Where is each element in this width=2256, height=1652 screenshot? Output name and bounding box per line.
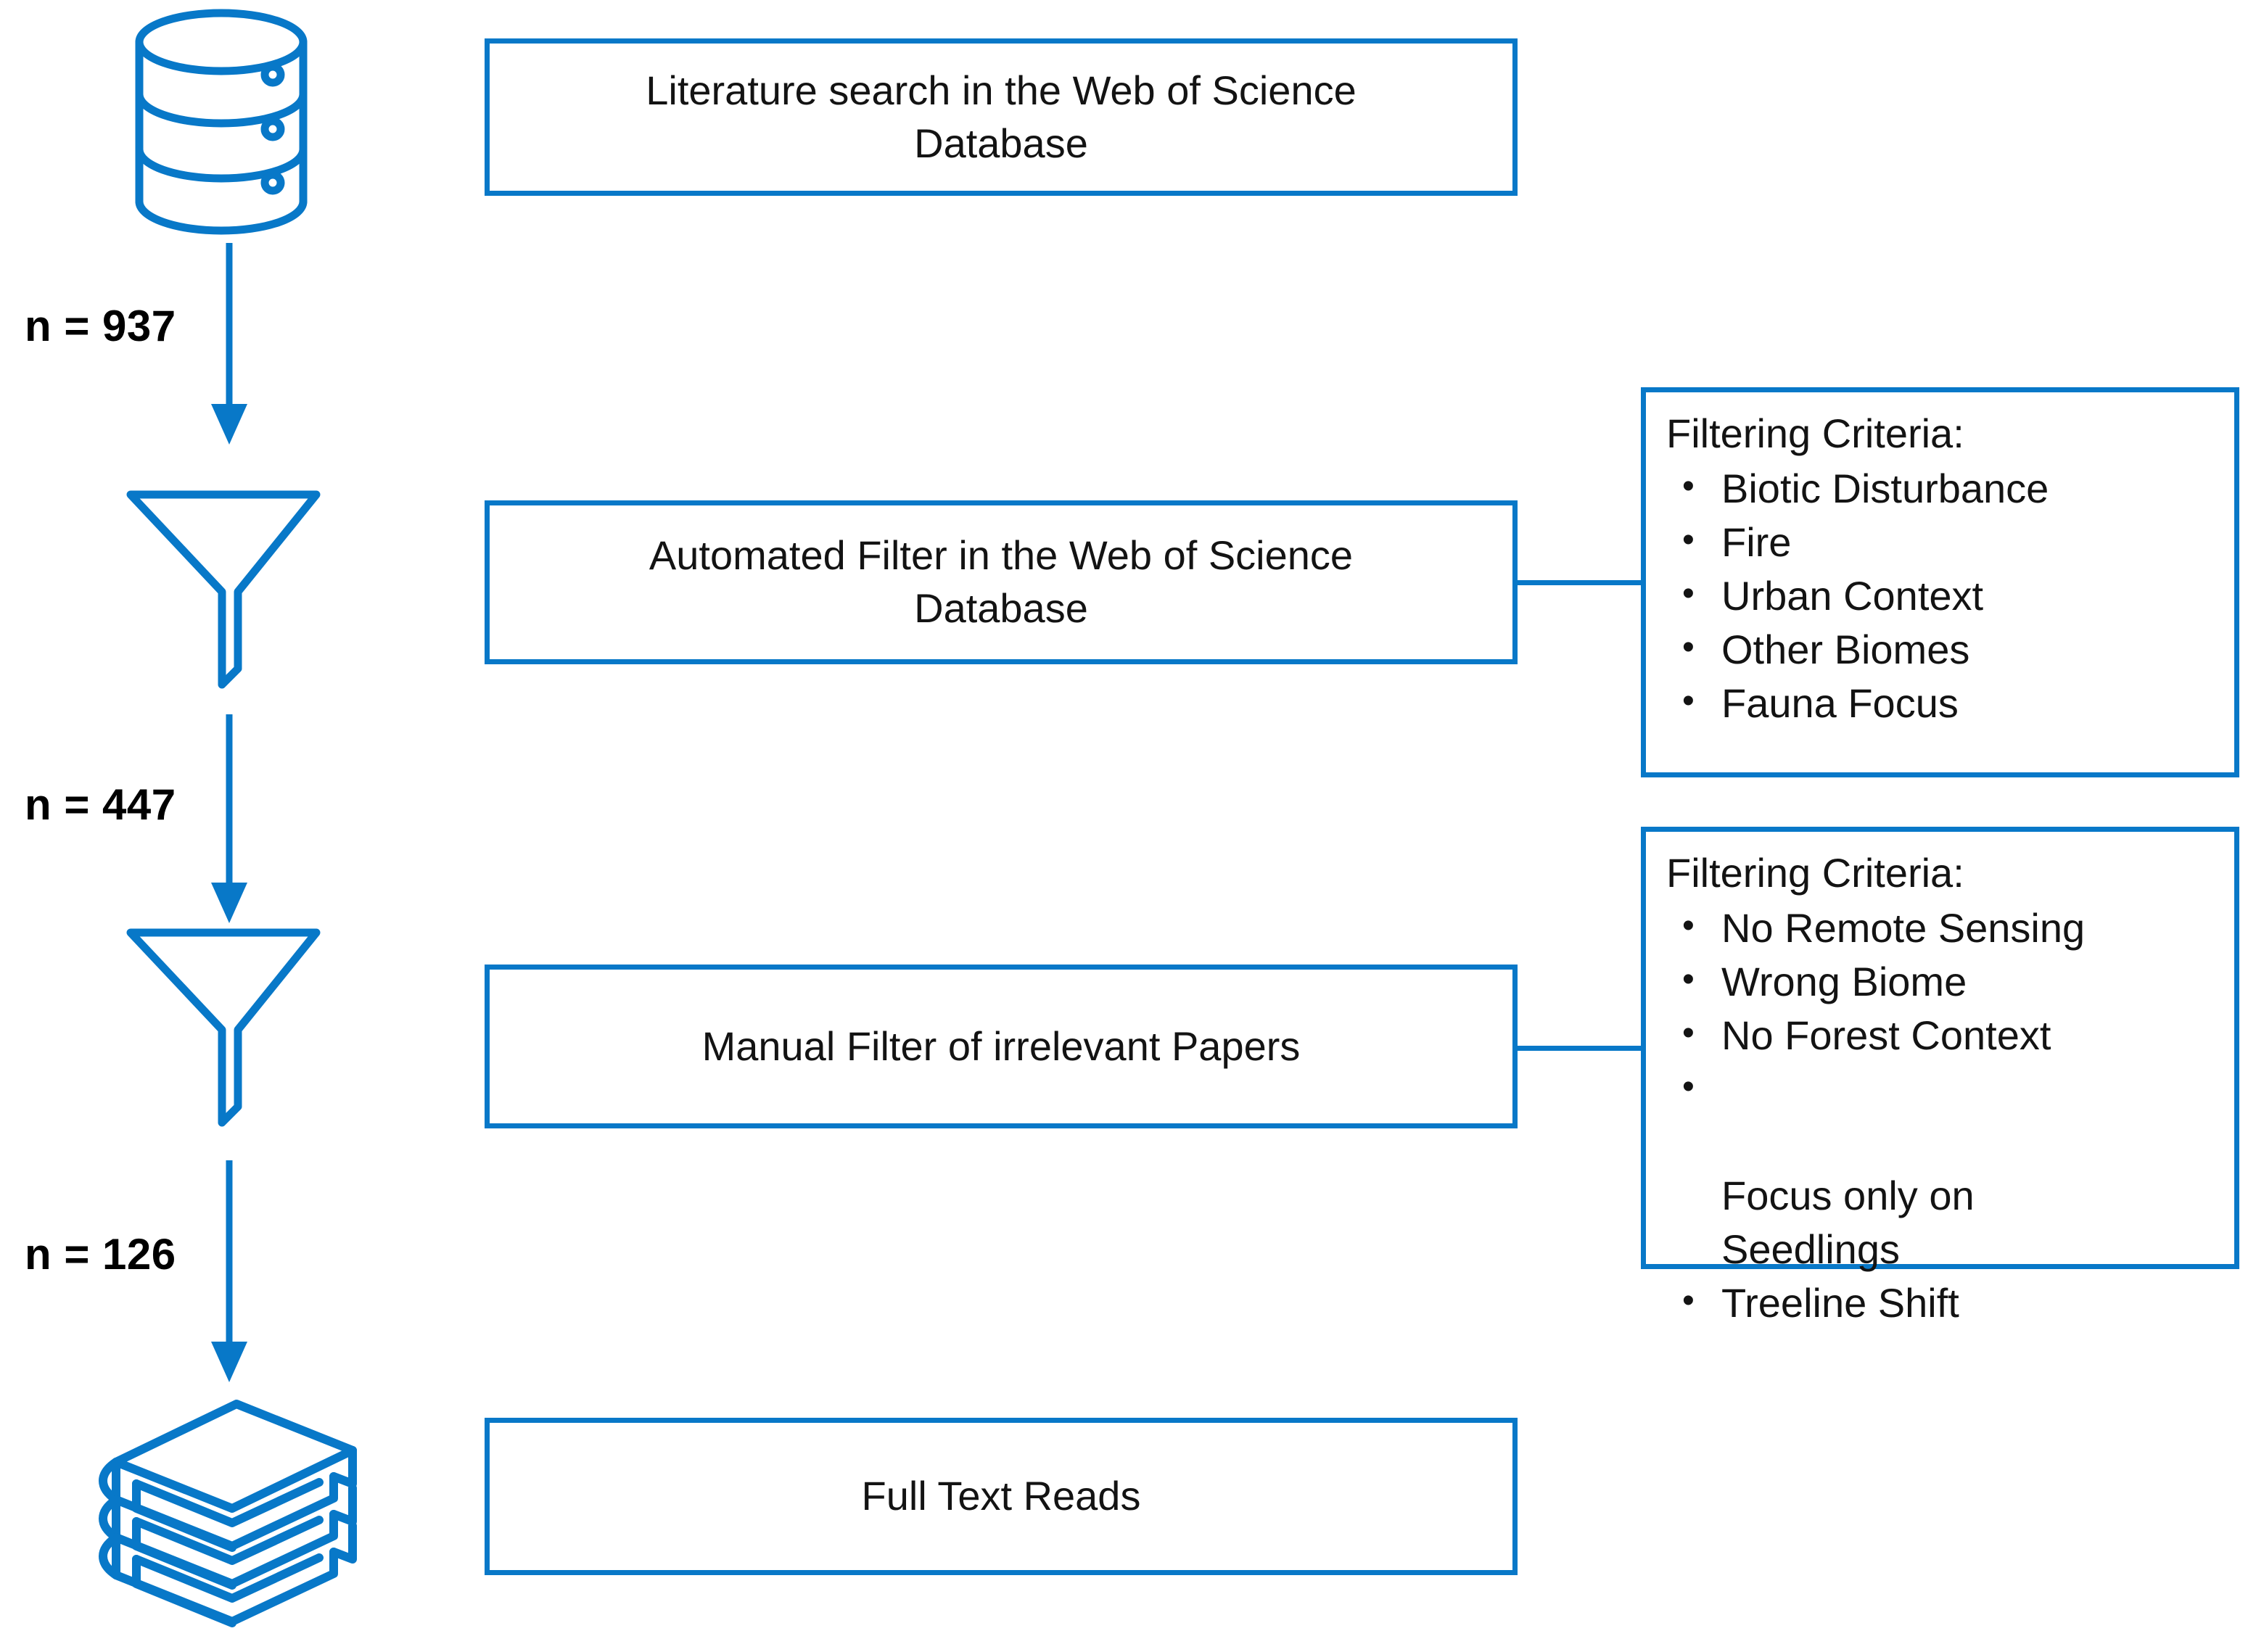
database-icon (116, 7, 326, 239)
process-box-literature-search[interactable]: Literature search in the Web of Science … (485, 38, 1518, 196)
bullet-icon: • (1682, 906, 1695, 945)
criteria-item-label: Treeline Shift (1721, 1280, 1959, 1326)
criteria-list-item: • Focus only on Seedlings (1666, 1062, 2215, 1277)
criteria-title: Filtering Criteria: (1666, 410, 1964, 456)
criteria-list-item: • No Remote Sensing (1666, 901, 2215, 955)
criteria-item-label: Focus only on Seedlings (1721, 1173, 1975, 1273)
funnel-icon (115, 920, 332, 1137)
criteria-box-automated[interactable]: Filtering Criteria: • Biotic Disturbance… (1641, 387, 2239, 777)
criteria-list-item: • Urban Context (1666, 569, 2215, 623)
process-box-label: Manual Filter of irrelevant Papers (701, 1023, 1301, 1069)
funnel-icon (115, 482, 332, 699)
criteria-item-label: No Remote Sensing (1721, 904, 2086, 951)
process-box-label: Literature search in the Web of Science … (646, 67, 1357, 166)
process-box-label: Automated Filter in the Web of Science D… (649, 532, 1354, 631)
criteria-list: • No Remote Sensing • Wrong Biome • No F… (1666, 901, 2215, 1330)
criteria-item-label: Urban Context (1721, 572, 1984, 619)
count-label-3: n = 126 (25, 1230, 176, 1279)
bullet-icon: • (1682, 959, 1695, 999)
bullet-icon: • (1682, 520, 1695, 559)
criteria-list-item: • Fauna Focus (1666, 677, 2215, 730)
criteria-item-label: Fire (1721, 519, 1792, 565)
process-box-manual-filter[interactable]: Manual Filter of irrelevant Papers (485, 965, 1518, 1128)
process-box-label: Full Text Reads (861, 1473, 1141, 1519)
count-label-1: n = 937 (25, 302, 176, 350)
criteria-title: Filtering Criteria: (1666, 850, 1964, 896)
criteria-list-item: • Fire (1666, 516, 2215, 569)
count-label-2: n = 447 (25, 780, 176, 829)
bullet-icon: • (1682, 574, 1695, 613)
flow-arrow-3 (207, 1160, 251, 1385)
connector-manual-filter-to-criteria (1512, 1046, 1646, 1051)
bullet-icon: • (1682, 1281, 1695, 1321)
criteria-list-item: • Other Biomes (1666, 623, 2215, 677)
criteria-list-item: • Treeline Shift (1666, 1276, 2215, 1330)
bullet-icon: • (1682, 466, 1695, 505)
criteria-list-item: • Wrong Biome (1666, 955, 2215, 1009)
book-stack-icon (94, 1398, 370, 1645)
criteria-item-label: Biotic Disturbance (1721, 465, 2049, 511)
criteria-list-item: • Biotic Disturbance (1666, 462, 2215, 516)
criteria-item-label: Wrong Biome (1721, 958, 1967, 1004)
bullet-icon: • (1682, 681, 1695, 720)
criteria-item-label: Fauna Focus (1721, 680, 1959, 726)
process-box-automated-filter[interactable]: Automated Filter in the Web of Science D… (485, 500, 1518, 664)
bullet-icon: • (1682, 627, 1695, 666)
criteria-list-item: • No Forest Context (1666, 1009, 2215, 1062)
process-box-full-text-reads[interactable]: Full Text Reads (485, 1418, 1518, 1575)
criteria-item-label: No Forest Context (1721, 1012, 2051, 1058)
connector-automated-filter-to-criteria (1512, 580, 1646, 585)
bullet-icon: • (1682, 1013, 1695, 1052)
criteria-item-label: Other Biomes (1721, 626, 1970, 672)
flow-arrow-2 (207, 714, 251, 925)
bullet-icon: • (1682, 1067, 1695, 1106)
flow-arrow-1 (207, 243, 251, 446)
criteria-box-manual[interactable]: Filtering Criteria: • No Remote Sensing … (1641, 827, 2239, 1326)
criteria-list: • Biotic Disturbance • Fire • Urban Cont… (1666, 462, 2215, 730)
